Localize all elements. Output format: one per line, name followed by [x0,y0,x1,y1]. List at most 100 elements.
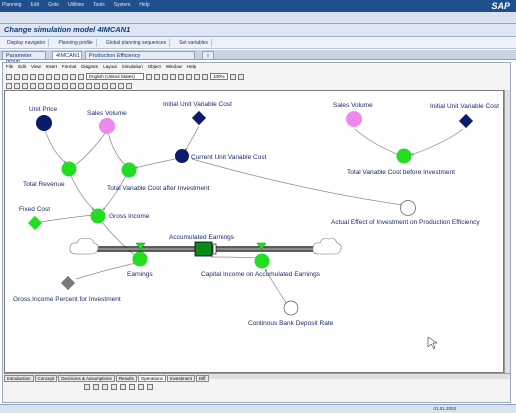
sap-menu-tools[interactable]: Tools [93,2,105,8]
uses-tree-icon[interactable] [110,82,116,89]
model-menu-diagram[interactable]: Diagram [81,64,99,69]
print-icon[interactable] [30,73,36,80]
sketch-comment-icon[interactable] [70,82,76,89]
shape-icon[interactable] [138,383,144,390]
tab-model[interactable]: 4IMCAN1 [52,51,82,60]
arrow-icon[interactable] [38,82,44,89]
accumulated-earnings-stock[interactable] [194,241,213,257]
node-initial-unit-variable-cost[interactable] [191,110,207,126]
sap-menu-help[interactable]: Help [139,2,150,8]
equations-icon[interactable] [86,82,92,89]
node-actual-effect[interactable] [400,200,416,216]
node-unit-price[interactable] [36,115,52,131]
graph-icon[interactable] [202,73,208,80]
zoom-field[interactable]: 100% [210,73,228,80]
model-menu-format[interactable]: Format [61,64,77,69]
box-variable-icon[interactable] [30,82,36,89]
model-menu-help[interactable]: Help [186,64,197,69]
variable-icon[interactable] [22,82,28,89]
delete-icon[interactable] [78,82,84,89]
border-style-icon[interactable] [129,383,135,390]
open-icon[interactable] [14,73,20,80]
copy-icon[interactable] [46,73,52,80]
underline-icon[interactable] [162,73,168,80]
lock-icon[interactable] [6,82,12,89]
reference-mode-icon[interactable] [94,82,100,89]
sap-menu-goto[interactable]: Goto [48,2,59,8]
node-total-variable-cost-before-investment[interactable] [396,148,412,164]
grid-icon[interactable] [186,73,192,80]
horizontal-scrollbar[interactable] [4,373,510,379]
node-bank-deposit-rate[interactable] [283,300,299,316]
text-color-icon[interactable] [111,383,117,390]
input-output-icon[interactable] [62,82,68,89]
model-menu-window[interactable]: Window [165,64,182,69]
model-menu-layout[interactable]: Layout [103,64,117,69]
node-initial-unit-variable-cost-2[interactable] [458,113,474,129]
new-icon[interactable] [6,73,12,80]
tab-production-efficiency[interactable]: Production Efficiency [85,51,195,60]
model-menu-view[interactable]: View [31,64,41,69]
line-style-icon[interactable] [120,383,126,390]
node-gross-income-percent[interactable] [60,275,76,291]
node-total-variable-cost-after-investment[interactable] [121,162,137,178]
color-icon[interactable] [178,73,184,80]
node-capital-income[interactable] [254,253,270,269]
view-tab-1[interactable]: Concept [34,375,58,382]
sap-menu-planning[interactable]: Planning [2,2,22,8]
view-tab-2[interactable]: Decisions & Assumptions [58,375,115,382]
app-button-3[interactable]: Set variables [176,38,213,47]
causes-tree-icon[interactable] [102,82,108,89]
view-tab-5[interactable]: Investment [166,375,195,382]
loops-icon[interactable] [118,82,124,89]
shadow-variable-icon[interactable] [54,82,60,89]
step-icon[interactable] [78,73,84,80]
zoom-out-icon[interactable] [238,73,244,80]
label-unit-price: Unit Price [29,106,58,113]
node-fixed-cost[interactable] [27,215,43,231]
node-current-unit-variable-cost[interactable] [175,149,189,163]
save-icon[interactable] [22,73,28,80]
move-icon[interactable] [14,82,20,89]
model-menu-insert[interactable]: Insert [45,64,57,69]
node-sales-volume-2[interactable] [346,111,362,127]
view-tab-4[interactable]: Operations [137,375,166,382]
node-sales-volume[interactable] [99,118,115,134]
model-menu-edit[interactable]: Edit [18,64,27,69]
align-icon[interactable] [170,73,176,80]
sap-menu-utilities[interactable]: Utilities [67,2,85,8]
info-icon[interactable]: i [202,51,214,60]
model-canvas[interactable]: Unit Price Sales Volume Initial Unit Var… [4,90,504,373]
app-button-0[interactable]: Display navigator [4,38,50,47]
table-icon[interactable] [194,73,200,80]
model-menu-simulation[interactable]: Simulation [121,64,143,69]
line-color-icon[interactable] [93,383,99,390]
view-tab-3[interactable]: Results [115,375,137,382]
vertical-scrollbar[interactable] [504,90,510,373]
node-gross-income[interactable] [90,208,106,224]
paste-icon[interactable] [54,73,60,80]
model-menu-file[interactable]: File [6,64,14,69]
language-select[interactable]: English (United States) [86,73,144,80]
rate-icon[interactable] [46,82,52,89]
app-button-2[interactable]: Global planning sequences [103,38,171,47]
tab-parameter-group[interactable]: Parameter group [2,51,46,65]
app-button-1[interactable]: Planning profile [55,38,97,47]
italic-icon[interactable] [154,73,160,80]
rewind-icon[interactable] [62,73,68,80]
document-icon[interactable] [126,82,132,89]
arrow-style-icon[interactable] [147,383,153,390]
view-tab-0[interactable]: Introduction [4,375,34,382]
play-icon[interactable] [70,73,76,80]
bold-icon[interactable] [146,73,152,80]
node-earnings[interactable] [132,251,148,267]
fill-color-icon[interactable] [102,383,108,390]
font-icon[interactable] [84,383,90,390]
sap-menu-system[interactable]: System [113,2,131,8]
model-menu-object[interactable]: Object [147,64,161,69]
zoom-in-icon[interactable] [230,73,236,80]
node-total-revenue[interactable] [61,161,77,177]
sap-menu-edit[interactable]: Edit [30,2,40,8]
view-tab-6[interactable]: Diff [195,375,209,382]
cut-icon[interactable] [38,73,44,80]
